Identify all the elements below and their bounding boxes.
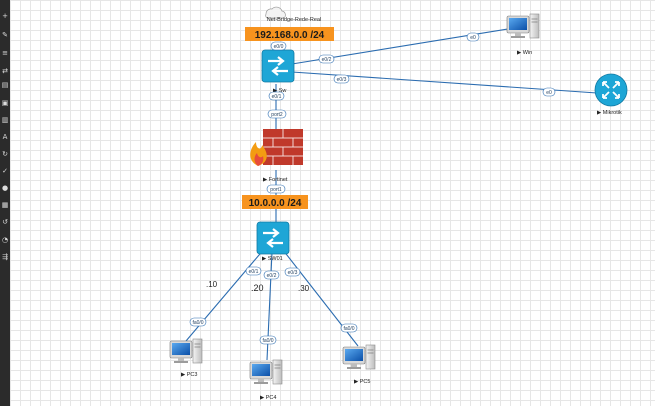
- switch-icon: [260, 48, 296, 84]
- svg-text:port2: port2: [271, 112, 283, 118]
- node-label-mikrotik: ▶ Mikrotik: [597, 110, 622, 116]
- router-mikrotik[interactable]: ▶ Mikrotik: [594, 73, 628, 116]
- port-label[interactable]: e0: [466, 32, 480, 42]
- clock-icon[interactable]: ◔: [1, 236, 9, 244]
- svg-text:port1: port1: [270, 187, 282, 193]
- port-label[interactable]: e0/2: [318, 54, 335, 64]
- undo-icon[interactable]: ↺: [2, 218, 8, 226]
- svg-text:e0/2: e0/2: [267, 273, 277, 279]
- network-label: 192.168.0.0 /24: [255, 30, 325, 41]
- node-label-pc4: ▶ PC4: [260, 395, 276, 401]
- port-labels: e0/0 e0/2 e0 e0/3 e0 e0/1 port2 port1 e0…: [189, 32, 556, 345]
- svg-text:fa0/0: fa0/0: [343, 326, 354, 332]
- cloud-label: Net-Bridge-Rede-Real: [267, 17, 321, 23]
- svg-text:e0/2: e0/2: [322, 57, 332, 63]
- pc-pc5[interactable]: ▶ PC5: [342, 344, 376, 385]
- svg-text:fa0/0: fa0/0: [192, 320, 203, 326]
- svg-text:e0/3: e0/3: [288, 270, 298, 276]
- pc-icon: [249, 359, 283, 385]
- port-label[interactable]: e0/1: [268, 91, 285, 101]
- svg-text:e0/1: e0/1: [272, 94, 282, 100]
- svg-text:e0: e0: [470, 35, 476, 41]
- port-label[interactable]: fa0/0: [259, 335, 277, 345]
- text-icon[interactable]: A: [2, 133, 8, 141]
- svg-text:e0/1: e0/1: [249, 269, 259, 275]
- port-label[interactable]: e0/1: [245, 266, 262, 276]
- links: [185, 27, 598, 361]
- pc-icon: [342, 344, 376, 370]
- port-label[interactable]: fa0/0: [340, 323, 358, 333]
- node-label-pc3: ▶ PC3: [181, 372, 197, 378]
- node-label-fortinet: ▶ Fortinet: [263, 177, 288, 183]
- ip-label-pc5: .30: [298, 284, 310, 293]
- list-icon[interactable]: ≡: [2, 49, 8, 57]
- port-label[interactable]: e0/0: [270, 41, 287, 51]
- pc-icon: [506, 13, 540, 39]
- edit-icon[interactable]: ✓: [2, 167, 8, 175]
- pc-win[interactable]: ▶ Win: [506, 13, 540, 56]
- port-label[interactable]: e0/2: [263, 270, 280, 280]
- refresh-icon[interactable]: ↻: [2, 150, 8, 158]
- share-icon[interactable]: ⇶: [2, 253, 8, 261]
- network-box-10[interactable]: 10.0.0.0 /24: [242, 195, 308, 209]
- switch-sw01[interactable]: ▶ SW01: [255, 220, 291, 262]
- pc-pc3[interactable]: ▶ PC3: [169, 338, 203, 378]
- transfer-icon[interactable]: ⇄: [2, 67, 8, 75]
- port-label[interactable]: fa0/0: [189, 317, 207, 327]
- add-icon[interactable]: +: [2, 12, 8, 20]
- firewall-fortinet[interactable]: ▶ Fortinet: [250, 129, 303, 183]
- link-sw01-pc3[interactable]: [185, 247, 266, 342]
- svg-text:e0/0: e0/0: [274, 44, 284, 50]
- image-icon[interactable]: ▣: [1, 99, 9, 107]
- pc-icon: [169, 338, 203, 364]
- node-label-win: ▶ Win: [517, 50, 532, 56]
- grid-icon[interactable]: ▦: [1, 201, 9, 209]
- cloud-icon: [265, 6, 286, 19]
- port-label[interactable]: e0/3: [333, 74, 350, 84]
- pc-pc4[interactable]: ▶ PC4: [249, 359, 283, 401]
- left-toolbar: + ✎ ≡ ⇄ ▤ ▣ ▥ A ↻ ✓ ● ▦ ↺ ◔ ⇶: [0, 0, 10, 406]
- svg-text:fa0/0: fa0/0: [262, 338, 273, 344]
- port-label[interactable]: port1: [266, 184, 286, 194]
- firewall-icon: [250, 129, 303, 166]
- port-label[interactable]: port2: [267, 109, 287, 119]
- pencil-icon[interactable]: ✎: [2, 31, 8, 39]
- network-label: 10.0.0.0 /24: [249, 198, 302, 209]
- svg-text:e0/3: e0/3: [337, 77, 347, 83]
- node-label-sw01: ▶ SW01: [262, 256, 283, 262]
- port-label[interactable]: e0/3: [284, 267, 301, 277]
- switch-sw[interactable]: ▶ Sw: [260, 48, 296, 94]
- node-label-sw: ▶ Sw: [273, 88, 286, 94]
- layers-icon[interactable]: ▤: [1, 81, 9, 89]
- port-label[interactable]: e0: [542, 87, 556, 97]
- info-icon[interactable]: ●: [1, 184, 9, 192]
- document-icon[interactable]: ▥: [1, 116, 9, 124]
- ip-label-pc3: .10: [206, 280, 218, 289]
- router-icon: [594, 73, 628, 107]
- network-box-192[interactable]: 192.168.0.0 /24: [245, 27, 334, 41]
- svg-text:e0: e0: [546, 90, 552, 96]
- ip-label-pc4: .20: [251, 283, 264, 293]
- cloud-node[interactable]: Net-Bridge-Rede-Real: [265, 6, 322, 23]
- node-label-pc5: ▶ PC5: [354, 379, 370, 385]
- switch-icon: [255, 220, 291, 256]
